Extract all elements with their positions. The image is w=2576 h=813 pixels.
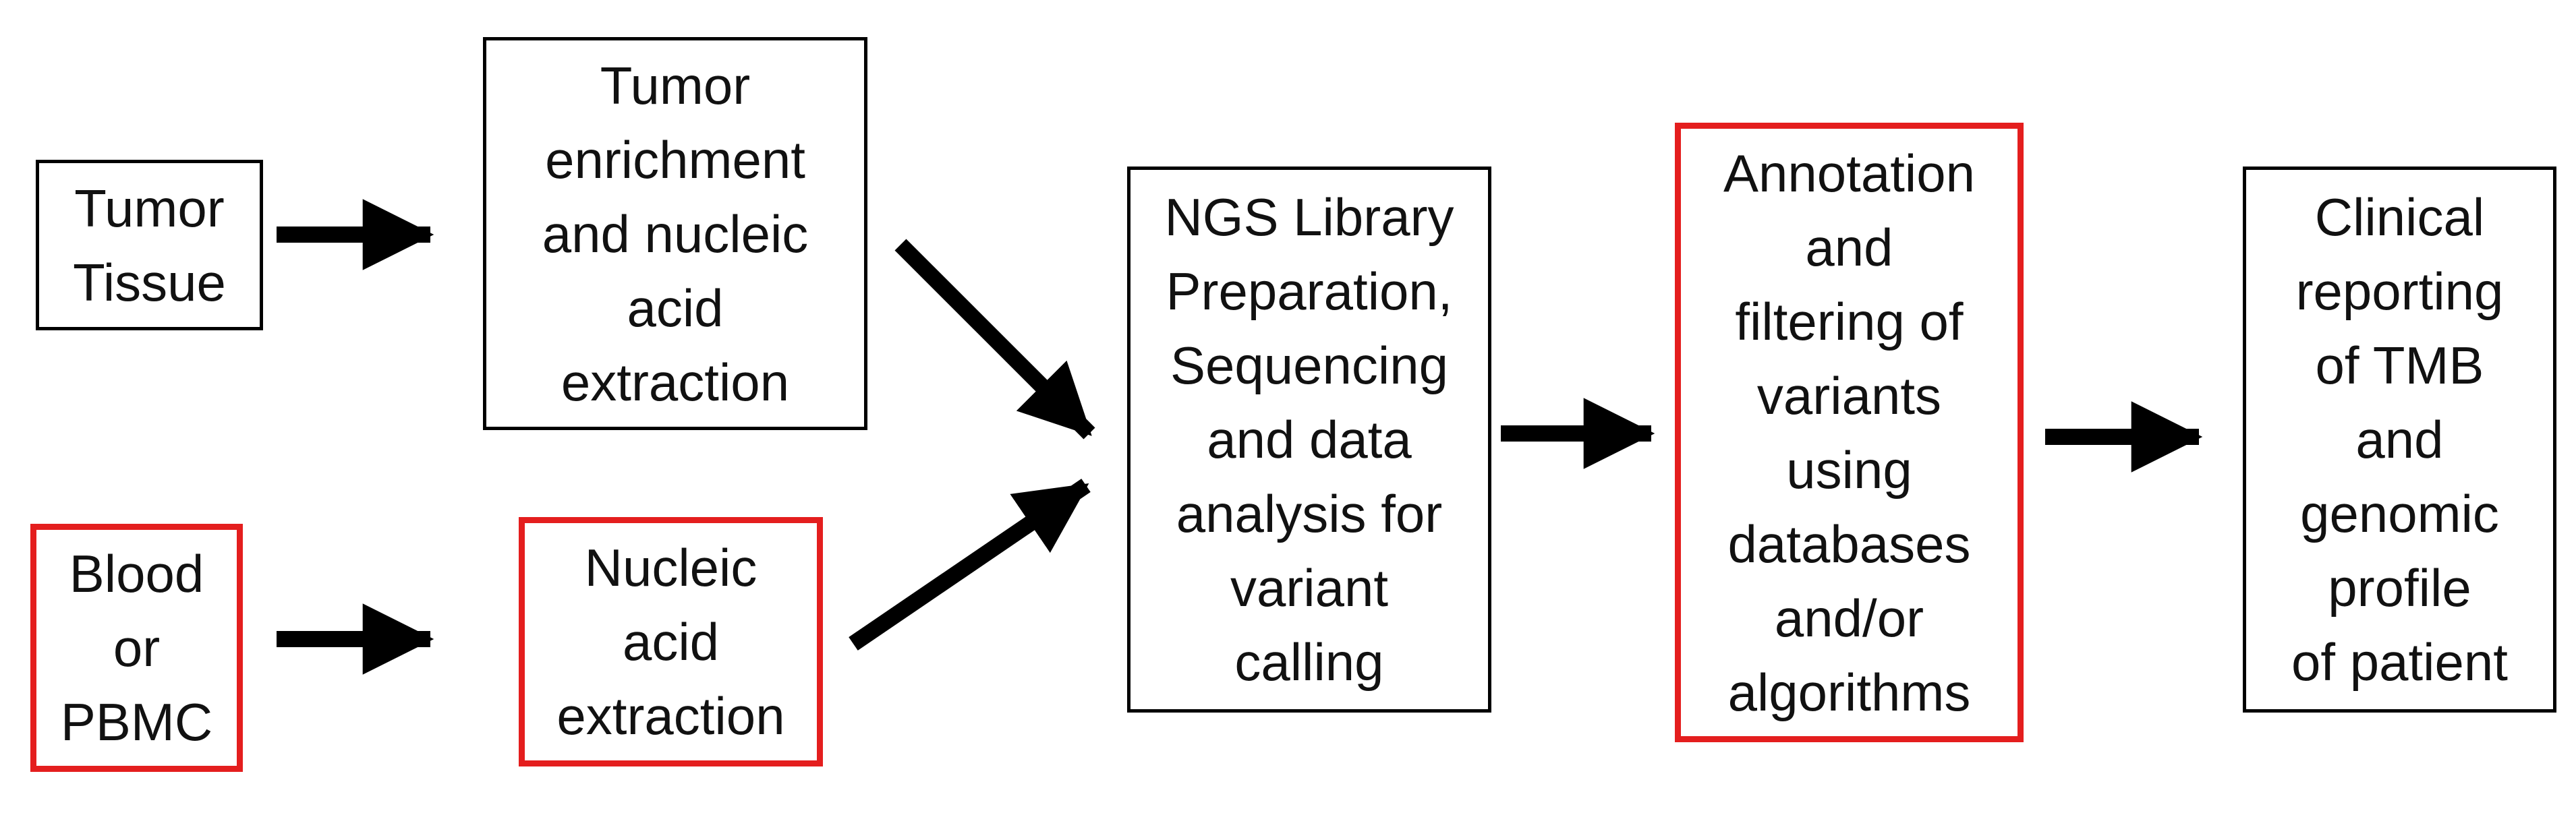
node-tumor-tissue-label: Tumor Tissue <box>73 178 226 312</box>
node-nucleic-acid-extraction: Nucleic acid extraction <box>519 517 823 766</box>
node-annotation-filtering: Annotation and filtering of variants usi… <box>1675 123 2024 742</box>
node-nucleic-acid-extraction-label: Nucleic acid extraction <box>556 538 785 746</box>
arrow-nucleic-acid-to-ngs <box>849 479 1091 651</box>
node-clinical-reporting: Clinical reporting of TMB and genomic pr… <box>2243 167 2556 713</box>
node-tumor-enrichment-label: Tumor enrichment and nucleic acid extrac… <box>542 55 809 412</box>
arrow-enrichment-to-ngs <box>894 239 1095 440</box>
node-blood-pbmc-label: Blood or PBMC <box>60 544 213 752</box>
node-annotation-filtering-label: Annotation and filtering of variants usi… <box>1723 143 1975 722</box>
node-tumor-tissue: Tumor Tissue <box>36 160 263 330</box>
node-blood-pbmc: Blood or PBMC <box>30 524 243 772</box>
node-tumor-enrichment: Tumor enrichment and nucleic acid extrac… <box>483 37 867 430</box>
node-ngs-library: NGS Library Preparation, Sequencing and … <box>1127 167 1491 713</box>
node-clinical-reporting-label: Clinical reporting of TMB and genomic pr… <box>2291 187 2508 692</box>
node-ngs-library-label: NGS Library Preparation, Sequencing and … <box>1164 187 1454 692</box>
